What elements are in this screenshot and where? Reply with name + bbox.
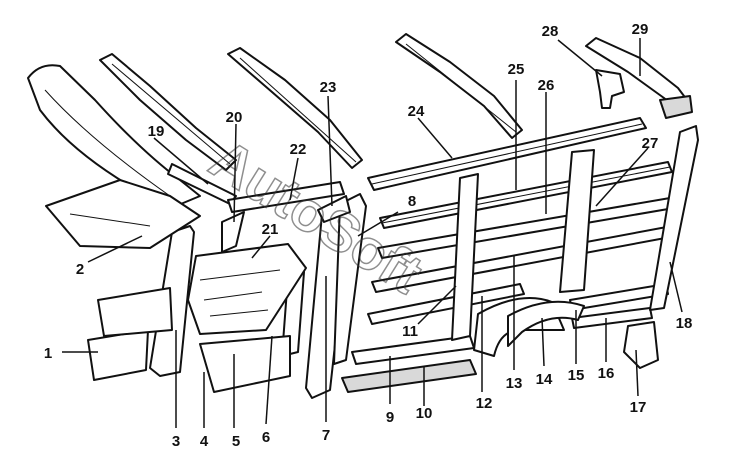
callout-3: 3 [172,433,180,450]
callout-27: 27 [642,135,659,152]
callout-2: 2 [76,261,84,278]
callout-13: 13 [506,375,523,392]
callout-19: 19 [148,123,165,140]
brackets-19-23 [167,163,351,253]
callout-15: 15 [568,367,585,384]
callout-4: 4 [200,433,209,450]
callout-28: 28 [542,23,559,40]
floor-front-1 [87,287,173,381]
callout-20: 20 [226,109,243,126]
roof-bow-front-panel [27,64,201,207]
wheelarch-14 [507,300,585,347]
roof-bow-4 [395,33,523,139]
callout-21: 21 [262,221,279,238]
callout-5: 5 [232,433,240,450]
roof-bow-3 [227,47,363,169]
callout-11: 11 [402,323,418,340]
leader-lines [62,38,683,428]
roof-rail-rear [585,37,693,119]
callout-22: 22 [290,141,307,158]
callout-10: 10 [416,405,433,422]
callout-9: 9 [386,409,394,426]
bracket-17 [623,321,659,369]
callout-24: 24 [408,103,425,120]
tub-assembly [187,243,307,335]
callout-17: 17 [630,399,647,416]
callout-18: 18 [676,315,693,332]
callout-23: 23 [320,79,337,96]
callout-25: 25 [508,61,525,78]
sill-10 [341,359,477,393]
callout-26: 26 [538,77,555,94]
callout-29: 29 [632,21,649,38]
callout-labels: 1 2 3 4 5 6 7 8 9 10 11 12 13 14 15 16 1… [44,21,693,450]
callout-16: 16 [598,365,615,382]
callout-6: 6 [262,429,270,446]
corner-bracket-28 [595,69,625,109]
callout-1: 1 [44,345,52,362]
pillar-11 [451,173,479,341]
callout-12: 12 [476,395,493,412]
pillar-18 [649,125,699,311]
side-rail-24 [367,117,647,191]
floor-piece-4-5 [199,335,291,393]
callout-14: 14 [536,371,553,388]
callout-7: 7 [322,427,330,444]
pillar-15 [559,149,595,293]
callout-8: 8 [408,193,416,210]
floor-panel-2 [45,179,201,249]
pillar-3 [149,225,195,377]
